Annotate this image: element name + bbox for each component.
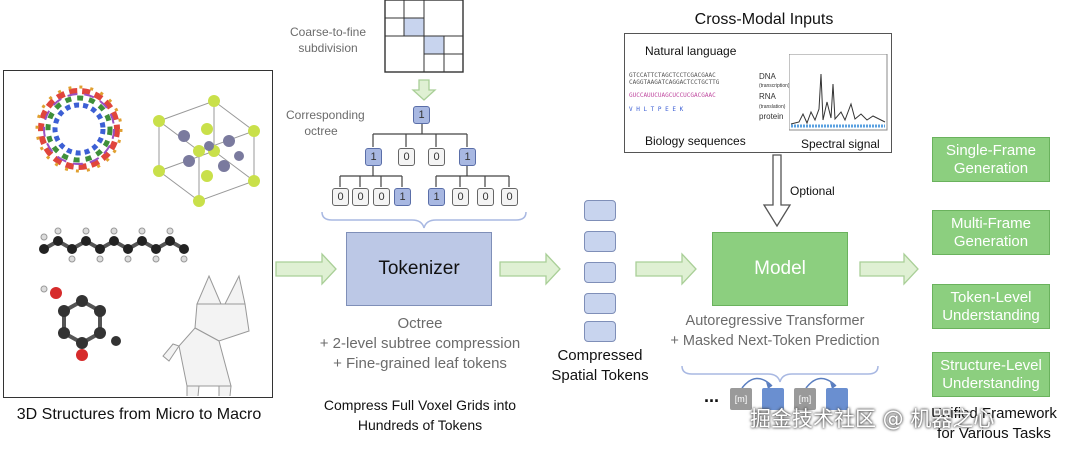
octree-label: Corresponding octree: [286, 108, 365, 139]
model-desc-line: Autoregressive Transformer: [685, 313, 865, 329]
tokens-caption-line: Spatial Tokens: [551, 366, 649, 384]
tokenizer-label: Tokenizer: [378, 258, 460, 279]
sequence-ellipsis: ...: [704, 386, 720, 406]
octree-node: 0: [428, 148, 445, 166]
structures-caption: 3D Structures from Micro to Macro: [16, 406, 262, 423]
subdivision-label: Coarse-to-fine subdivision: [289, 25, 367, 56]
compress-line: Compress Full Voxel Grids into: [323, 397, 517, 413]
tokens-caption: Compressed Spatial Tokens: [540, 346, 660, 385]
compress-caption: Compress Full Voxel Grids into Hundreds …: [300, 396, 540, 435]
octree-brace: [321, 211, 527, 229]
spatial-token: [584, 262, 616, 283]
natural-language-label: Natural language: [645, 44, 737, 58]
mask-token: [m]: [794, 388, 816, 410]
structures-panel: [3, 70, 273, 407]
octree-root-node: 1: [413, 106, 430, 124]
model-box: Model: [712, 232, 848, 306]
sequence-label: (translation): [759, 103, 786, 110]
predicted-token: [826, 388, 848, 410]
rna-strand: GUCCAUUCUAGCUCCUCGACGAAC: [629, 92, 716, 100]
tokenizer-description: Octree + 2-level subtree compression + F…: [300, 314, 540, 374]
octree-leaf-node: 0: [352, 188, 369, 206]
crystal-lattice-icon: [153, 95, 260, 207]
output-multi-frame: Multi-Frame Generation: [932, 210, 1050, 255]
arrow-grid-to-octree: [411, 79, 437, 101]
sequence-label: protein: [759, 112, 784, 122]
model-brace: [681, 365, 879, 383]
dna-strand: CAGGTAAGATCAGGACTCCTGCTTG: [629, 79, 720, 87]
arrow-tokenizer-to-tokens: [499, 252, 561, 286]
compress-line: Hundreds of Tokens: [357, 416, 483, 433]
protein-ring-icon: [35, 85, 123, 173]
outputs-caption: Unified Framework for Various Tasks: [920, 404, 1068, 443]
spectral-plot-icon: [789, 54, 888, 131]
arrow-tokens-to-model: [635, 252, 697, 286]
octree-node: 0: [398, 148, 415, 166]
cross-modal-panel: Natural language GTCCATTCTAGCTCCTCGACGAA…: [624, 33, 892, 153]
output-single-frame: Single-Frame Generation: [932, 137, 1050, 182]
model-label: Model: [754, 258, 806, 279]
octree-node: 1: [365, 148, 382, 166]
model-description: Autoregressive Transformer + Masked Next…: [652, 311, 898, 352]
octree-node: 1: [459, 148, 476, 166]
small-molecule-icon: [40, 285, 121, 361]
octree-leaf-node: 0: [373, 188, 390, 206]
tokenizer-desc-line: Octree: [397, 315, 443, 332]
model-desc-line: + Masked Next-Token Prediction: [670, 333, 880, 350]
low-poly-dog-icon: [162, 274, 250, 407]
biology-sequences-label: Biology sequences: [645, 134, 746, 148]
tokenizer-box: Tokenizer: [346, 232, 492, 306]
output-token-level: Token-Level Understanding: [932, 284, 1050, 329]
watermark: 掘金技术社区 @ 机器之心: [750, 407, 995, 431]
arrow-crossmodal-to-model: [762, 154, 792, 228]
protein-strand: V H L T P E E K: [629, 105, 684, 113]
tokens-caption-line: Compressed: [557, 347, 643, 364]
spatial-token: [584, 293, 616, 314]
sequence-illustration: GTCCATTCTAGCTCCTCGACGAAC CAGGTAAGATCAGGA…: [629, 72, 779, 113]
spatial-token: [584, 200, 616, 221]
mask-token: [m]: [730, 388, 752, 410]
sequence-label: RNA: [759, 92, 776, 102]
spatial-token: [584, 321, 616, 342]
tokenizer-desc-line: + Fine-grained leaf tokens: [333, 354, 507, 372]
spectral-signal-label: Spectral signal: [801, 137, 880, 151]
sequence-label: DNA: [759, 72, 776, 81]
chain-molecule-icon: [39, 227, 189, 263]
predicted-token: [762, 388, 784, 410]
outputs-caption-line: Unified Framework: [931, 405, 1057, 422]
sequence-label: (transcription): [759, 83, 790, 90]
cross-modal-title: Cross-Modal Inputs: [694, 11, 834, 28]
subdivision-grid-icon: [384, 0, 464, 73]
octree-leaf-node: 0: [452, 188, 469, 206]
octree-leaf-node: 1: [394, 188, 411, 206]
arrow-model-to-outputs: [859, 252, 919, 286]
outputs-caption-line: for Various Tasks: [937, 424, 1051, 442]
structures-illustrations: [35, 85, 260, 407]
sequence-labels: DNA (transcription) RNA (translation) pr…: [759, 71, 790, 124]
octree-leaf-node: 1: [428, 188, 445, 206]
spatial-token: [584, 231, 616, 252]
arrow-structures-to-tokenizer: [275, 252, 337, 286]
optional-label: Optional: [790, 184, 835, 198]
octree-leaf-node: 0: [501, 188, 518, 206]
output-structure-level: Structure-Level Understanding: [932, 352, 1050, 397]
dna-strand: GTCCATTCTAGCTCCTCGACGAAC: [629, 72, 716, 79]
tokenizer-desc-line: + 2-level subtree compression: [319, 334, 521, 352]
octree-leaf-node: 0: [477, 188, 494, 206]
octree-leaf-node: 0: [332, 188, 349, 206]
